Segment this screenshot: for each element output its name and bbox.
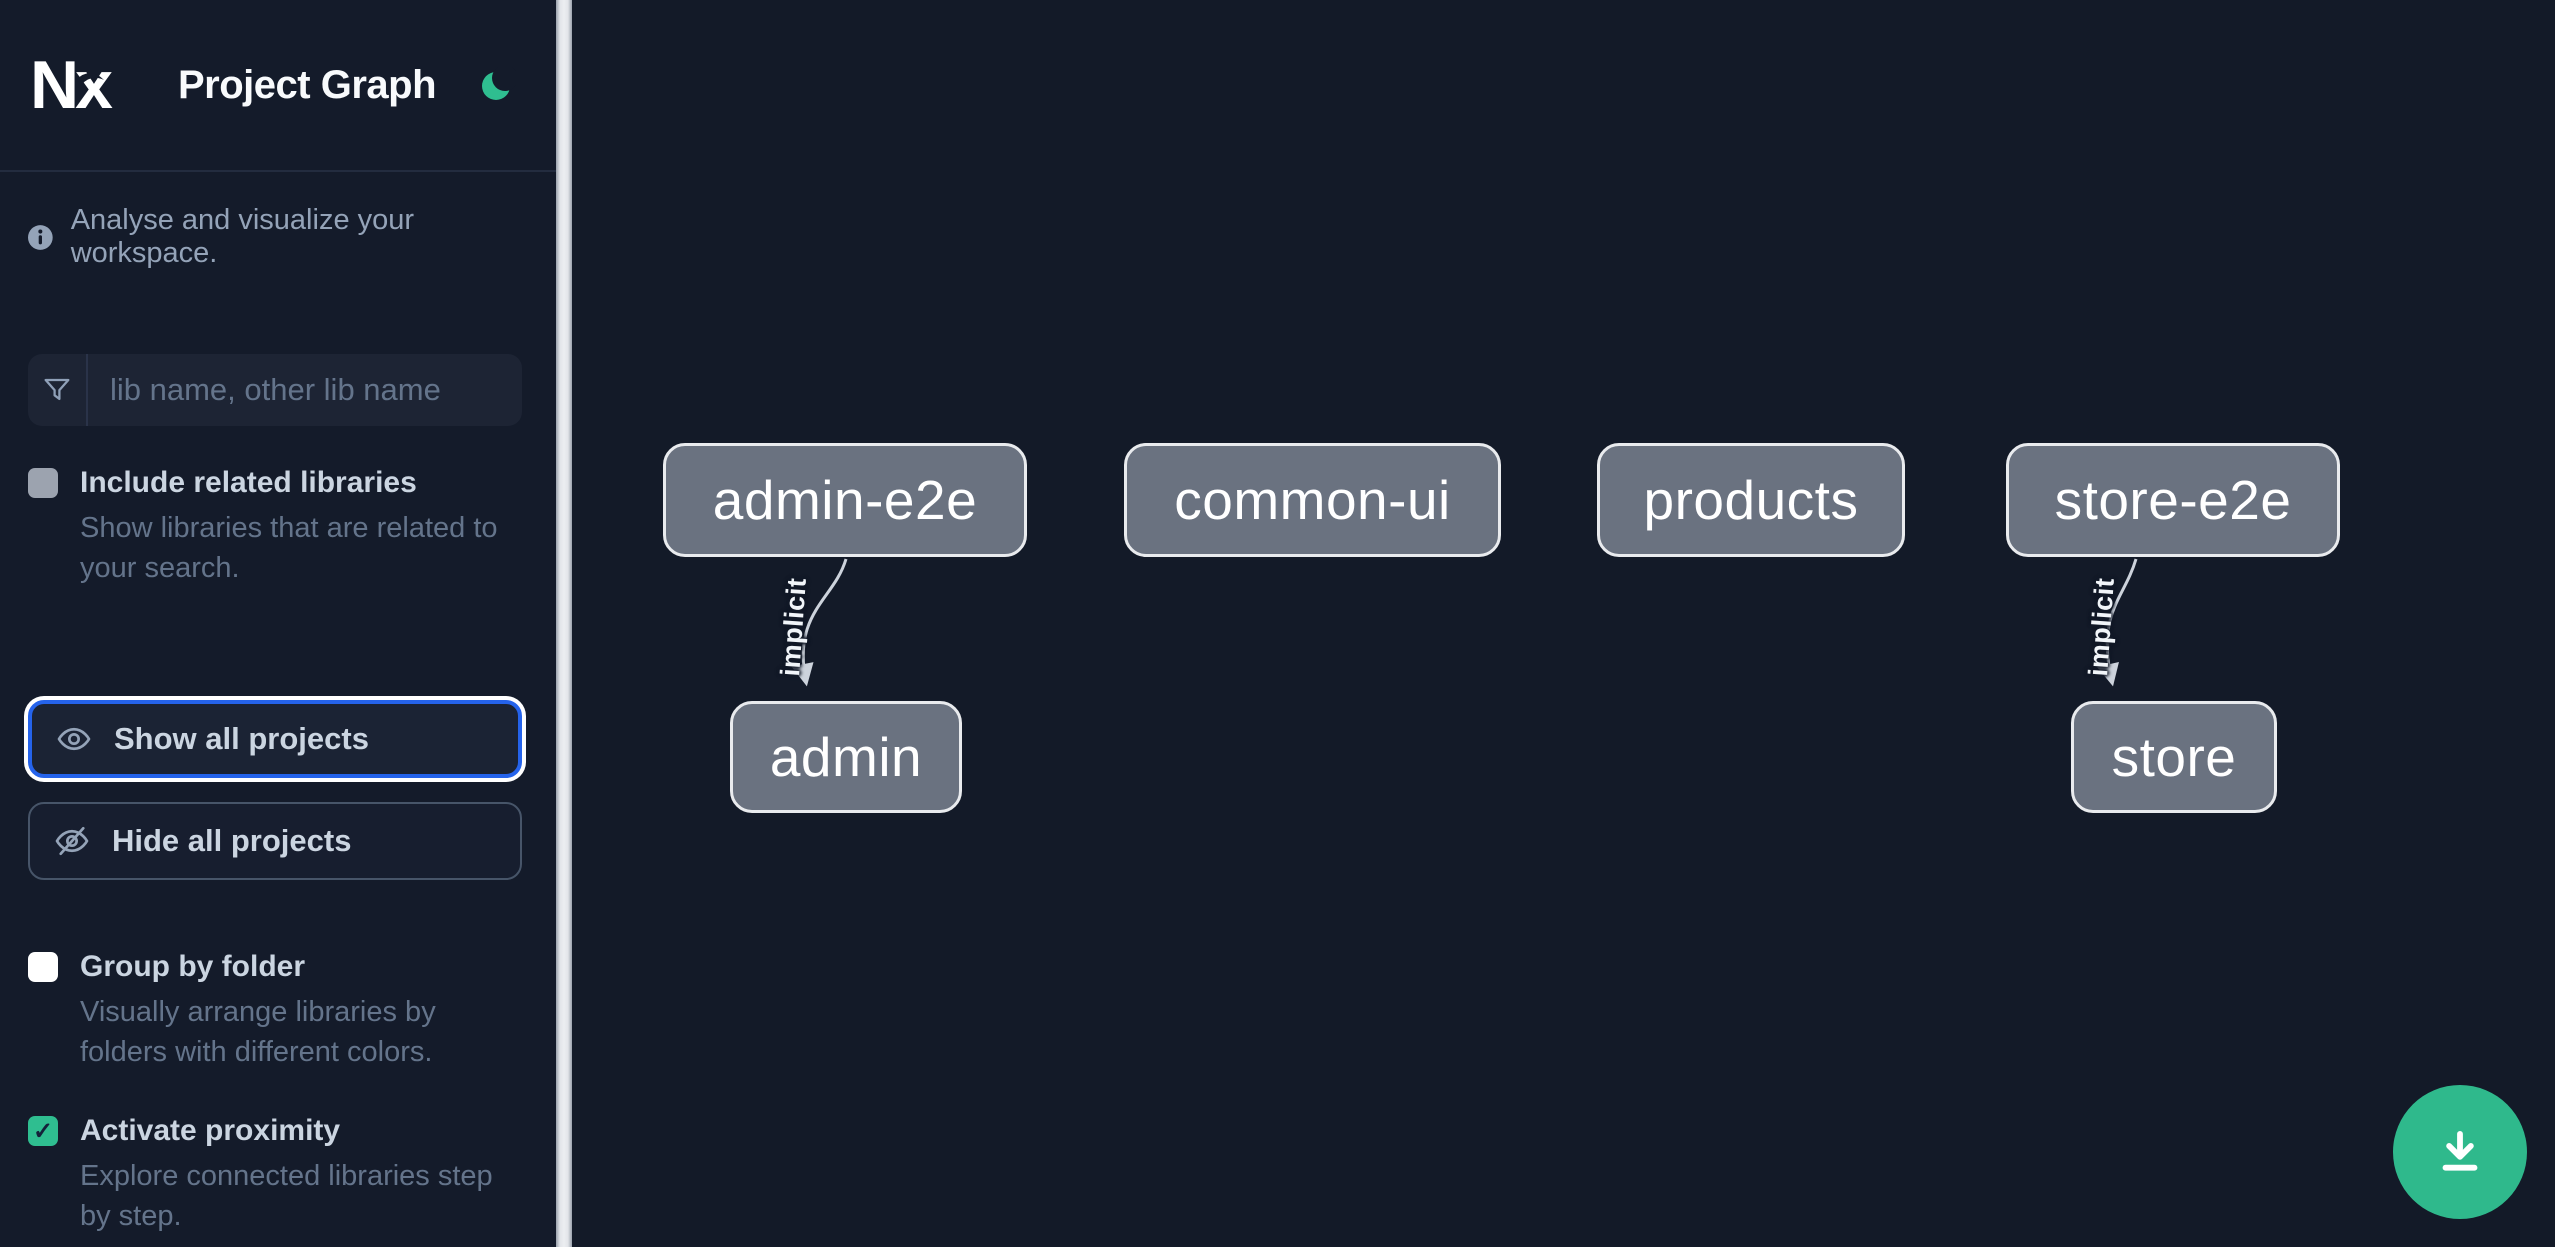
filter-icon-cell — [28, 354, 88, 426]
activate-proximity-description: Explore connected libraries step by step… — [80, 1160, 493, 1233]
graph-node-admin-e2e[interactable]: admin-e2e — [663, 443, 1027, 557]
download-icon — [2442, 1130, 2478, 1171]
include-related-description: Show libraries that are related to your … — [80, 512, 498, 585]
group-by-folder-description: Visually arrange libraries by folders wi… — [80, 996, 436, 1069]
sidebar-body: Analyse and visualize your workspace. In… — [0, 172, 556, 1247]
group-by-folder-label[interactable]: Group by folder — [80, 950, 305, 984]
show-all-projects-button[interactable]: Show all projects — [28, 700, 522, 779]
filter-funnel-icon — [44, 378, 70, 401]
hide-all-projects-button[interactable]: Hide all projects — [28, 802, 522, 881]
svg-text:Nx: Nx — [30, 52, 113, 118]
include-related-text: Include related libraries Show libraries… — [80, 466, 510, 588]
graph-node-store[interactable]: store — [2071, 701, 2277, 813]
page-title: Project Graph — [178, 62, 437, 107]
activate-proximity-label[interactable]: Activate proximity — [80, 1114, 341, 1148]
graph-node-common-ui[interactable]: common-ui — [1124, 443, 1501, 557]
dark-mode-toggle[interactable] — [480, 65, 519, 103]
activate-proximity-row: Activate proximity Explore connected lib… — [28, 1114, 526, 1236]
graph-node-store-e2e[interactable]: store-e2e — [2006, 443, 2340, 557]
sidebar: Nx Project Graph Analyse and visualize y… — [0, 0, 556, 1247]
group-by-folder-row: Group by folder Visually arrange librari… — [28, 950, 526, 1072]
sidebar-header: Nx Project Graph — [0, 0, 556, 172]
activate-proximity-checkbox[interactable] — [28, 1116, 58, 1147]
eye-icon — [57, 727, 91, 751]
activate-proximity-text: Activate proximity Explore connected lib… — [80, 1114, 510, 1236]
tagline-text: Analyse and visualize your workspace. — [70, 204, 415, 269]
show-all-projects-label: Show all projects — [114, 721, 369, 757]
group-by-folder-checkbox[interactable] — [28, 952, 58, 983]
sidebar-scrollbar[interactable] — [556, 0, 572, 1247]
hide-all-projects-label: Hide all projects — [112, 823, 352, 859]
nx-logo-icon: Nx — [30, 52, 117, 118]
group-by-folder-text: Group by folder Visually arrange librari… — [80, 950, 510, 1072]
include-related-checkbox[interactable] — [28, 468, 58, 498]
graph-edge-admin-e2e-admin[interactable] — [791, 558, 848, 687]
tagline-row: Analyse and visualize your workspace. — [28, 204, 526, 270]
graph-node-products[interactable]: products — [1597, 443, 1905, 557]
graph-node-admin[interactable]: admin — [730, 701, 962, 813]
eye-slash-icon — [55, 826, 89, 856]
graph-edge-store-e2e-store[interactable] — [2097, 558, 2138, 687]
moon-icon — [482, 65, 519, 100]
include-related-row: Include related libraries Show libraries… — [28, 466, 526, 588]
search-input[interactable] — [88, 354, 522, 426]
search-box — [28, 354, 522, 426]
include-related-label[interactable]: Include related libraries — [80, 466, 417, 499]
info-icon — [28, 224, 53, 250]
download-graph-button[interactable] — [2393, 1085, 2527, 1219]
